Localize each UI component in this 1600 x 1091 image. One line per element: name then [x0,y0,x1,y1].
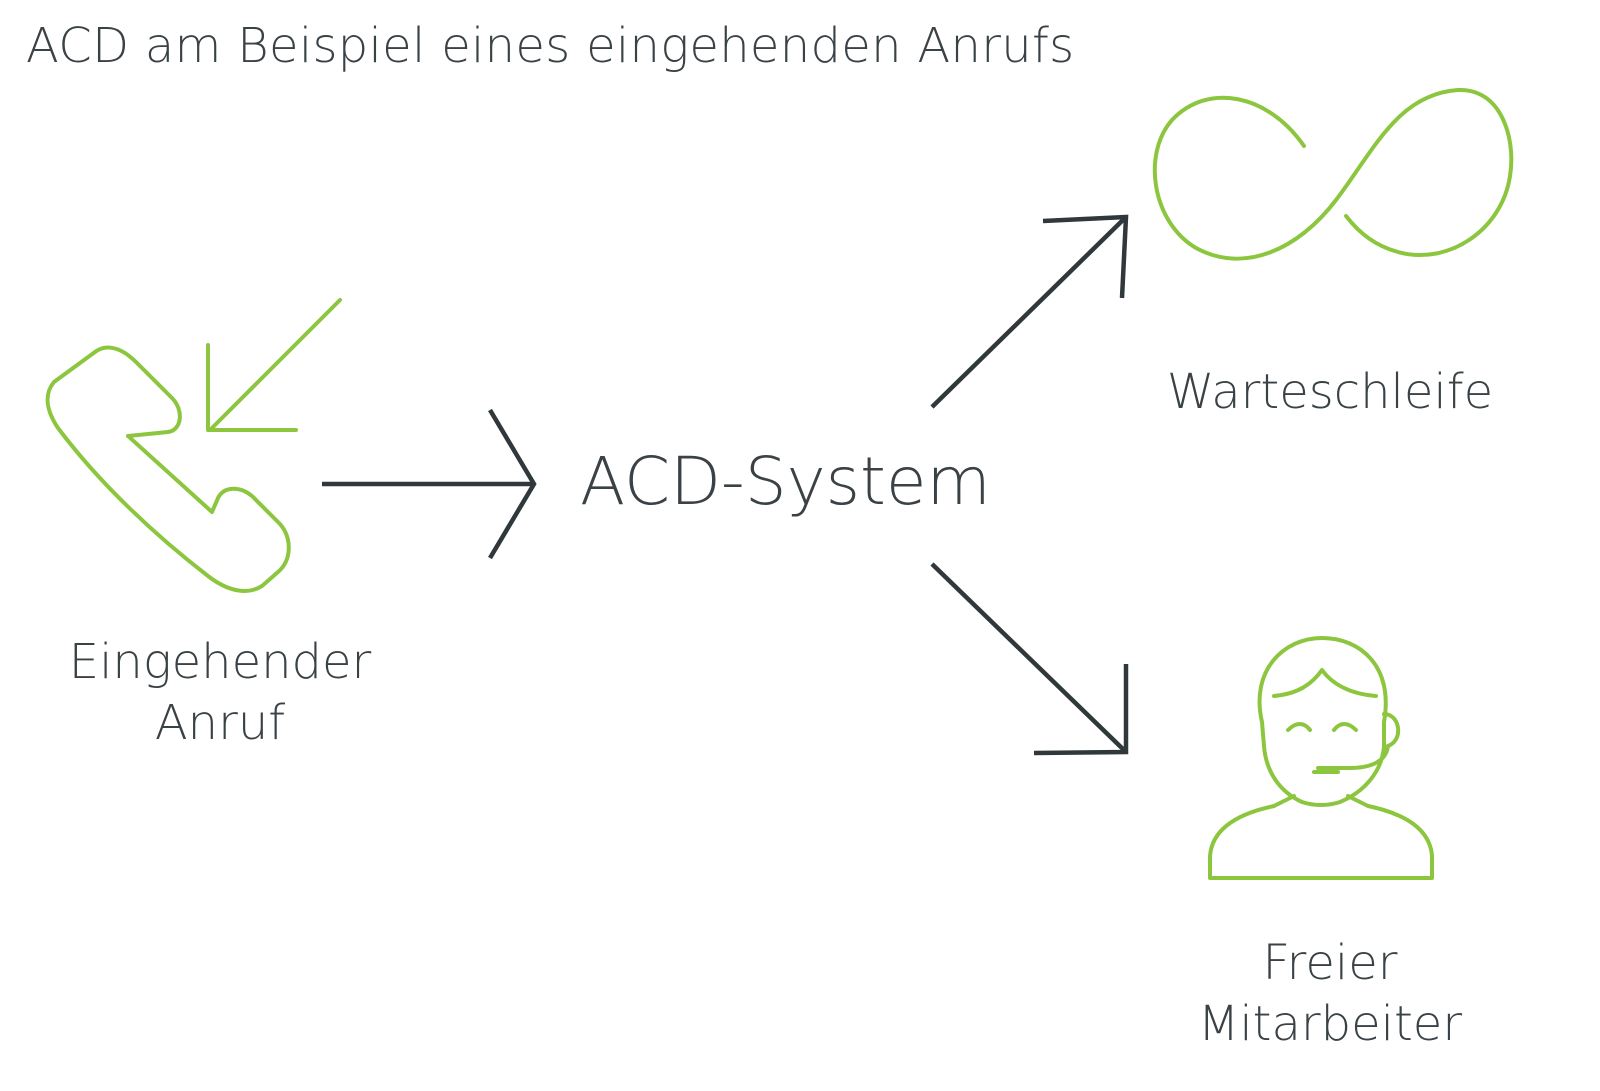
free-agent-label-line2: Mitarbeiter [1197,996,1463,1053]
agent-mic-boom [1316,744,1390,770]
queue-label: Warteschleife [1166,364,1494,420]
incoming-call-label-line2: Anruf [154,695,286,752]
diagram-title: ACD am Beispiel eines eingehenden Anrufs [26,18,1075,74]
free-agent-label-line1: Freier [1262,935,1398,991]
handset-shape [45,345,291,593]
headset-agent-icon [1208,636,1434,880]
incoming-call-label: Eingehender Anruf [20,632,420,755]
agent-eye-right [1332,722,1358,732]
agent-earpiece [1382,712,1400,748]
incoming-arrow [206,298,342,432]
phone-incoming-icon [45,298,342,593]
incoming-call-label-line1: Eingehender [68,634,372,690]
arrow-acd-to-queue [930,214,1129,409]
agent-eye-left [1286,722,1312,732]
acd-system-label: ACD-System [580,443,991,520]
arrow-incoming-to-acd [322,408,537,560]
agent-head [1257,636,1388,807]
agent-hair [1272,668,1378,698]
infinity-icon [1152,87,1514,261]
arrow-acd-to-agent [930,562,1129,756]
free-agent-label: Freier Mitarbeiter [1140,933,1520,1056]
agent-body [1208,794,1434,880]
